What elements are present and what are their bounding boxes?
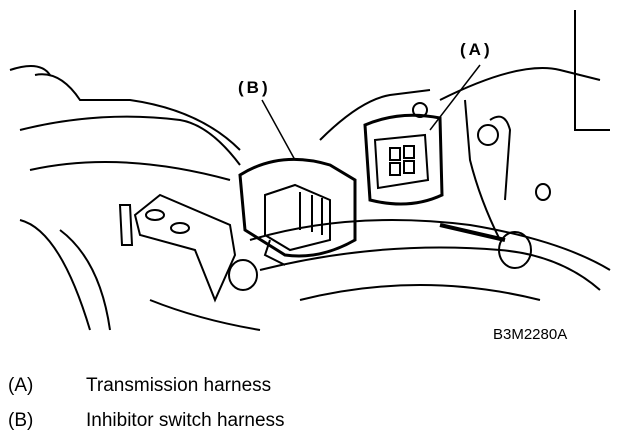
legend-item-a: (A) Transmission harness bbox=[8, 375, 271, 397]
bracket bbox=[118, 193, 258, 303]
legend-key: (B) bbox=[8, 410, 34, 431]
inhibitor-switch-connector bbox=[238, 157, 357, 266]
legend-label: Transmission harness bbox=[86, 375, 272, 396]
harness-connector-illustration bbox=[9, 10, 611, 331]
leader-line-b bbox=[261, 99, 296, 161]
transmission-connector bbox=[363, 102, 444, 206]
legend-key: (A) bbox=[8, 375, 34, 396]
callout-a: (A) bbox=[460, 40, 493, 59]
callout-b: (B) bbox=[238, 78, 271, 97]
transmission-casing bbox=[9, 10, 611, 331]
figure-code: B3M2280A bbox=[493, 326, 568, 343]
leader-line-a bbox=[429, 64, 481, 131]
legend-label: Inhibitor switch harness bbox=[86, 410, 285, 431]
legend-item-b: (B) Inhibitor switch harness bbox=[8, 410, 285, 432]
